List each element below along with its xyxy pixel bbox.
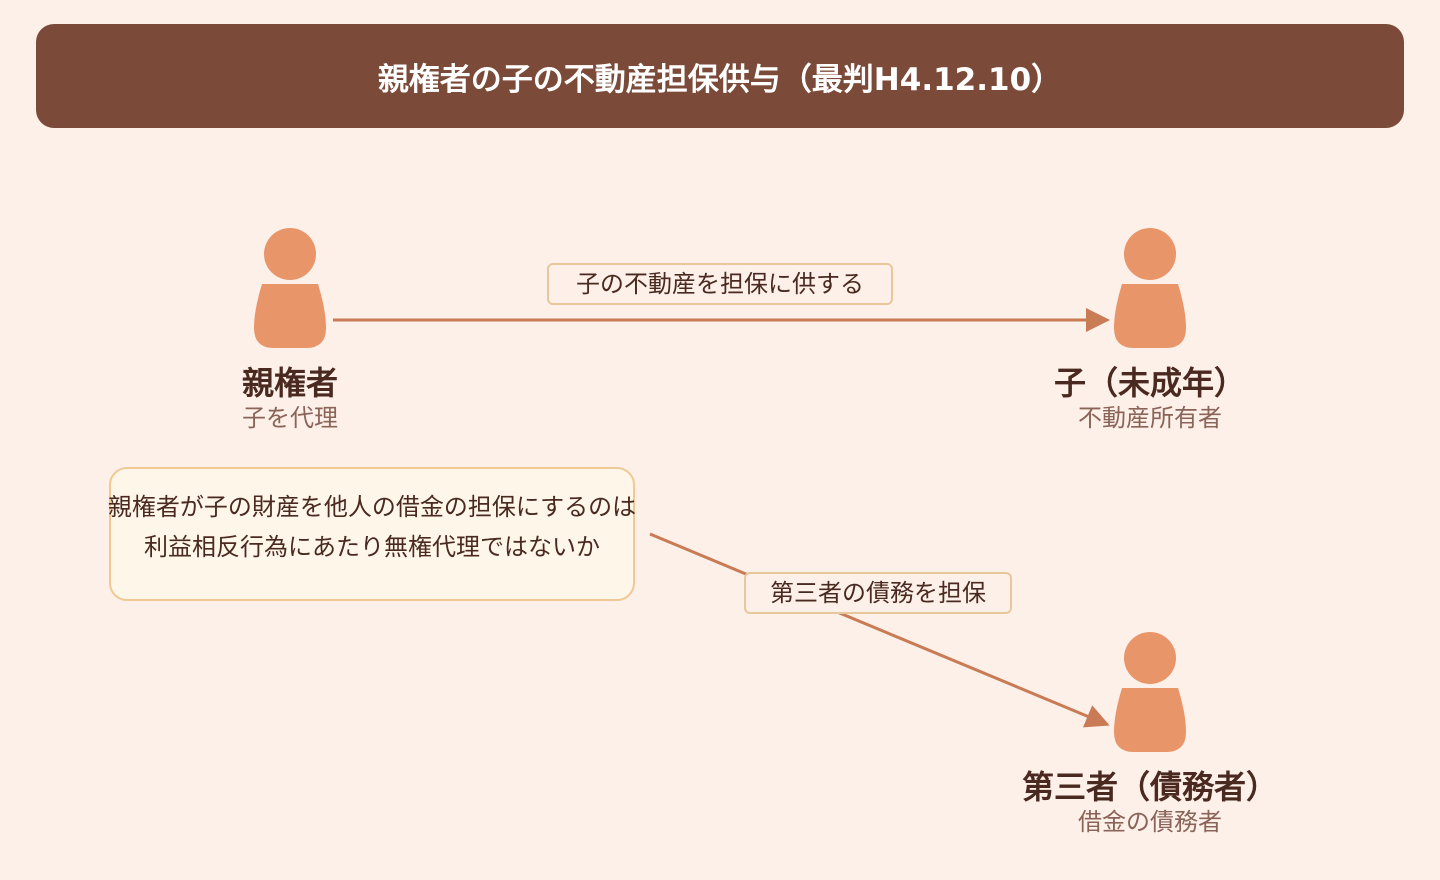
parent-name: 親権者 <box>241 364 338 402</box>
third-party-name: 第三者（債務者） <box>1021 768 1278 806</box>
page-title: 親権者の子の不動産担保供与（最判H4.12.10） <box>377 61 1063 98</box>
title-banner: 親権者の子の不動産担保供与（最判H4.12.10） <box>36 24 1404 128</box>
parent-role: 子を代理 <box>242 404 338 432</box>
issue-note-line-2: 利益相反行為にあたり無権代理ではないか <box>144 533 600 561</box>
third-party-node-label: 第三者（債務者） 借金の債務者 <box>990 767 1310 837</box>
parent-person-icon <box>254 228 326 348</box>
third-party-role: 借金の債務者 <box>1078 808 1222 836</box>
child-role: 不動産所有者 <box>1078 404 1222 432</box>
issue-note-box <box>109 467 635 601</box>
child-node-label: 子（未成年） 不動産所有者 <box>1010 363 1290 433</box>
edge-label-parent-to-child: 子の不動産を担保に供する <box>547 263 893 305</box>
issue-note-line-1: 親権者が子の財産を他人の借金の担保にするのは <box>107 493 637 521</box>
edge-label-to-third-party: 第三者の債務を担保 <box>744 572 1012 614</box>
child-person-icon <box>1114 228 1186 348</box>
parent-node-label: 親権者 子を代理 <box>190 363 390 433</box>
third-party-person-icon <box>1114 632 1186 752</box>
child-name: 子（未成年） <box>1053 364 1246 402</box>
arrow-to-third-party <box>649 532 1110 728</box>
